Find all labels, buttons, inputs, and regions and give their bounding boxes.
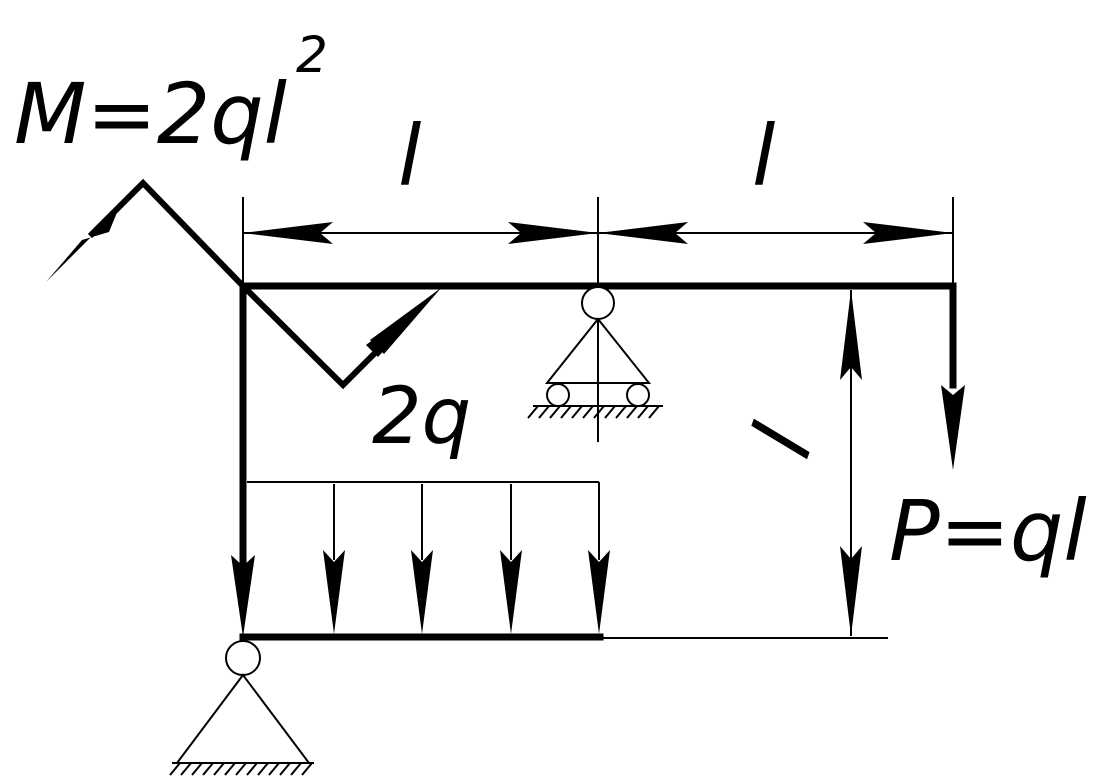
moment-label: M=2ql: [14, 65, 287, 163]
point-force-label: P=ql: [889, 482, 1087, 580]
distributed-load-arrowheads: [323, 550, 610, 634]
dimension-label-vertical: l: [733, 413, 833, 468]
point-force-arrow: [941, 385, 965, 470]
dimension-label-right: l: [752, 107, 775, 205]
distributed-2q-arrow: [240, 283, 441, 390]
column-load-arrow: [231, 555, 255, 637]
roller-support-icon: [527, 286, 663, 419]
pin-support-icon: [169, 640, 314, 776]
distributed-load-label: 2q: [372, 372, 471, 462]
moment-exponent: 2: [296, 26, 328, 84]
moment-arrow: [46, 178, 246, 289]
dimension-arrowheads: [243, 222, 953, 636]
distributed-load: [247, 481, 600, 560]
dimension-label-left: l: [398, 107, 421, 205]
